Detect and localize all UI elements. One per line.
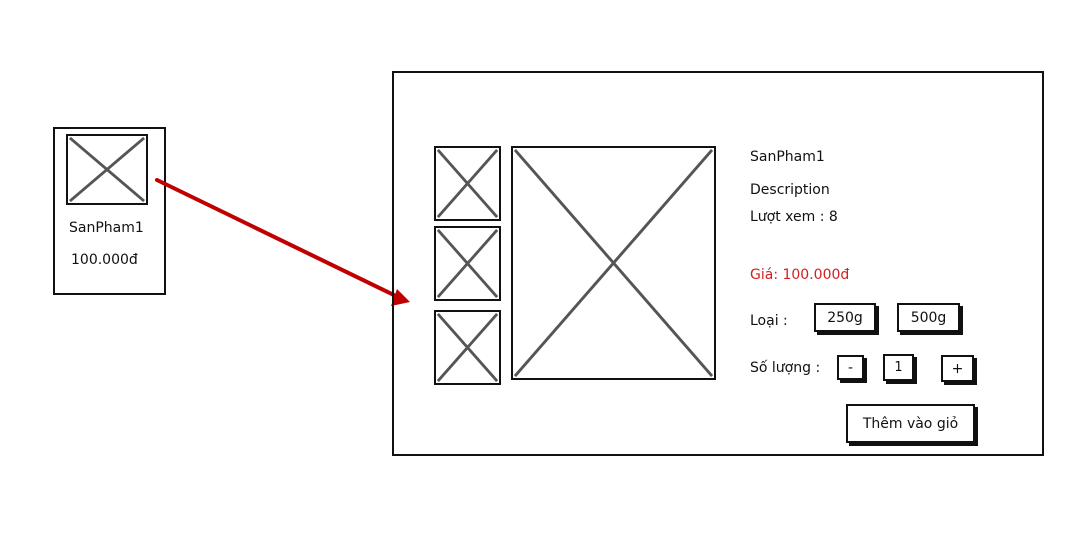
view-count: Lượt xem : 8 [750, 209, 838, 225]
main-image-placeholder-icon [511, 146, 716, 380]
product-card-price: 100.000đ [71, 252, 138, 268]
type-label: Loại : [750, 313, 788, 329]
quantity-label: Số lượng : [750, 360, 821, 376]
type-option-500g-button[interactable]: 500g [897, 303, 960, 332]
thumbnail-image-placeholder-icon[interactable] [434, 146, 501, 221]
product-card[interactable] [53, 127, 166, 295]
type-option-250g-button[interactable]: 250g [814, 303, 876, 332]
thumbnail-image-placeholder-icon[interactable] [434, 226, 501, 301]
quantity-input[interactable]: 1 [883, 354, 914, 381]
add-to-cart-button[interactable]: Thêm vào giỏ [846, 404, 975, 443]
product-name: SanPham1 [750, 149, 825, 165]
product-card-image-placeholder-icon [66, 134, 148, 205]
quantity-increase-button[interactable]: + [941, 355, 974, 382]
product-price: Giá: 100.000đ [750, 267, 850, 283]
product-card-name: SanPham1 [69, 220, 144, 236]
quantity-decrease-button[interactable]: - [837, 355, 864, 380]
product-detail-panel [392, 71, 1044, 456]
thumbnail-image-placeholder-icon[interactable] [434, 310, 501, 385]
product-description: Description [750, 182, 830, 198]
